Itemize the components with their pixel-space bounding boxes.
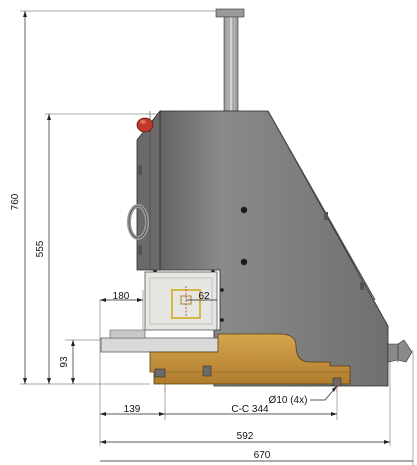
- dim-die-offset: 180: [113, 291, 130, 302]
- bolt: [220, 318, 224, 322]
- foot: [154, 368, 166, 378]
- rear-connector: [387, 339, 413, 363]
- dimension-lines: [23, 11, 413, 462]
- dim-hole-callout: Ø10 (4x): [269, 395, 308, 406]
- press-machine: [100, 8, 413, 387]
- top-plate: [215, 8, 245, 18]
- dim-overall-height: 760: [10, 193, 21, 210]
- base-frame: [149, 333, 351, 385]
- dim-overall-length: 670: [254, 450, 271, 461]
- die-tool: [171, 289, 201, 319]
- bolt: [240, 206, 248, 214]
- dimension-labels: 760 555 93 180 62 139 C-C 344 Ø10 (4x) 5…: [10, 193, 307, 461]
- bed-plate: [100, 337, 223, 353]
- cylinder-post: [223, 16, 239, 112]
- dim-base-length: 592: [237, 431, 254, 442]
- dim-front-to-hole: 139: [124, 404, 141, 415]
- dim-hole-spacing: C-C 344: [231, 404, 269, 415]
- bolt: [220, 288, 224, 292]
- dim-body-height: 555: [35, 240, 46, 257]
- bolt: [240, 258, 248, 266]
- dim-table-height: 93: [59, 356, 70, 368]
- extension-lines: [20, 10, 414, 465]
- foot: [202, 365, 212, 377]
- front-panel: [136, 109, 161, 271]
- dim-die-depth: 62: [198, 291, 210, 302]
- emergency-stop-button: [136, 117, 154, 133]
